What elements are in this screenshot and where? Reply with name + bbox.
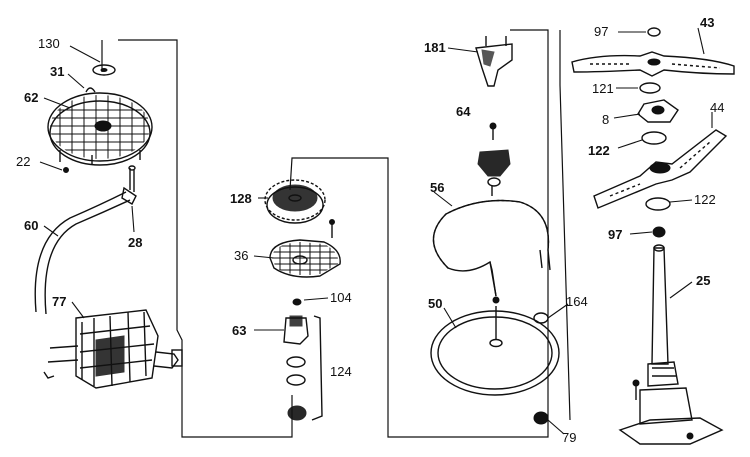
callout-44: 44: [710, 100, 724, 115]
group-bracket-lines: [101, 29, 571, 438]
leader-28: [131, 205, 135, 233]
callout-56: 56: [430, 180, 444, 195]
callout-60: 60: [24, 218, 38, 233]
leader-36: [253, 255, 275, 259]
bracket-middle: [289, 29, 549, 438]
callout-8: 8: [602, 112, 609, 127]
part-181-bracket: [475, 36, 513, 87]
callout-124: 124: [330, 364, 352, 379]
part-79-nut: [533, 411, 549, 425]
part-62-grate: [47, 87, 153, 166]
part-164-washer: [533, 312, 549, 324]
part-64-nozzle: [477, 122, 511, 196]
part-8-nut: [637, 99, 679, 123]
part-44-lower-spray-arm: [593, 129, 728, 209]
callout-104: 104: [330, 290, 352, 305]
callout-77: 77: [52, 294, 66, 309]
leader-lines: [39, 27, 713, 435]
callout-labels: 130 31 62 22 60 28 77 128 36 104 63 124 …: [16, 15, 724, 445]
callout-22: 22: [16, 154, 30, 169]
leader-130: [69, 45, 101, 63]
part-36-plate: [269, 239, 341, 278]
leader-31: [67, 73, 85, 89]
leader-8: [613, 113, 641, 119]
part-77-motor: [43, 309, 183, 389]
callout-97-top: 97: [594, 24, 608, 39]
leader-122a: [617, 139, 643, 149]
part-130-washer: [92, 64, 116, 76]
part-97-cap-top: [647, 27, 661, 37]
part-22-screw: [63, 167, 69, 173]
callout-164: 164: [566, 294, 588, 309]
part-121-ring: [639, 82, 661, 94]
leader-79: [547, 419, 565, 435]
callout-128: 128: [230, 191, 252, 206]
part-97-nut-lower: [652, 226, 666, 238]
leader-50: [443, 307, 457, 329]
leader-62: [43, 97, 71, 109]
leader-181: [447, 47, 479, 53]
callout-181: 181: [424, 40, 446, 55]
leader-97b: [629, 231, 653, 235]
leader-22: [39, 161, 63, 171]
bracket-right: [559, 30, 571, 421]
callout-50: 50: [428, 296, 442, 311]
leader-25: [669, 281, 693, 299]
part-43-upper-spray-arm: [571, 51, 735, 77]
part-63-valve: [283, 315, 309, 421]
part-122-ring-upper: [641, 131, 667, 145]
callout-36: 36: [234, 248, 248, 263]
part-104-seal: [292, 298, 302, 306]
part-50-gasket: [430, 306, 560, 396]
callout-130: 130: [38, 36, 60, 51]
callout-31: 31: [50, 64, 64, 79]
part-60-hose: [34, 165, 137, 315]
leader-122b: [669, 199, 693, 203]
part-56-heater: [432, 199, 551, 304]
leader-164: [547, 303, 569, 319]
leader-43: [697, 27, 705, 55]
part-screw-near-36: [329, 219, 335, 238]
bracket-left: [101, 39, 293, 438]
callout-62: 62: [24, 90, 38, 105]
callout-121: 121: [592, 81, 614, 96]
callout-79: 79: [562, 430, 576, 445]
callout-43: 43: [700, 15, 714, 30]
leader-60: [43, 225, 59, 237]
callout-28: 28: [128, 235, 142, 250]
callout-97-lower: 97: [608, 227, 622, 242]
callout-122-lower: 122: [694, 192, 716, 207]
leader-104: [303, 297, 329, 301]
part-122-ring-lower: [645, 197, 671, 211]
callout-25: 25: [696, 273, 710, 288]
part-25-tube: [618, 244, 724, 445]
leader-77: [71, 301, 85, 319]
leader-56: [433, 191, 453, 207]
callout-63: 63: [232, 323, 246, 338]
part-128-gear: [264, 179, 326, 224]
callout-64: 64: [456, 104, 471, 119]
bracket-124: [311, 315, 323, 421]
callout-122-upper: 122: [588, 143, 610, 158]
